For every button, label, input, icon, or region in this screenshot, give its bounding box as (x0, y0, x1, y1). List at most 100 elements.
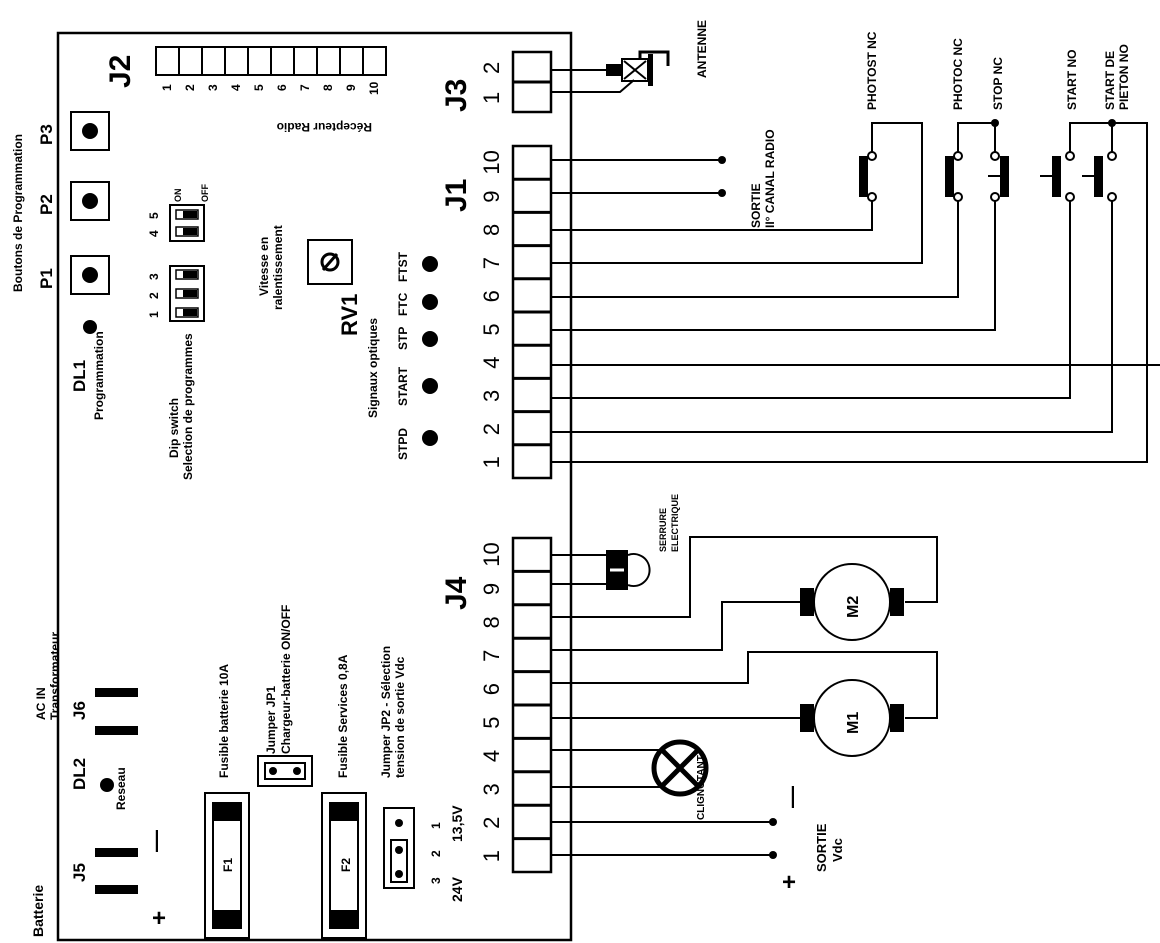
p3-label: P3 (37, 124, 56, 145)
j2-cell (224, 46, 249, 76)
j2-cell (293, 46, 318, 76)
boutons-programmation-label: Boutons de Programmation (11, 134, 25, 292)
led-label-stp: STP (396, 327, 410, 350)
canal-radio-label: II° CANAL RADIO (763, 129, 777, 228)
button-p1[interactable] (70, 255, 110, 295)
j1-pin-number: 6 (479, 290, 504, 302)
j2-cell (316, 46, 341, 76)
led-ftc (422, 294, 438, 310)
photost-label: PHOTOST NC (865, 31, 879, 110)
jp2-number-2: 2 (429, 850, 443, 857)
j2-pin-number: 3 (206, 84, 220, 91)
m2-label: M2 (845, 596, 862, 618)
fuse-f1[interactable] (204, 792, 250, 939)
dip-switch-4-5[interactable] (169, 204, 205, 242)
fusible-services-label: Fusible Services 0,8A (336, 654, 350, 778)
j4-pin-number: 4 (479, 750, 504, 762)
photost-contact (859, 151, 877, 202)
j4-pin-number: 8 (479, 616, 504, 628)
jumper-jp1-label: Jumper JP1 (264, 686, 278, 754)
ac-in-label: AC IN (34, 687, 48, 720)
j6-terminal-b (95, 726, 138, 735)
rv1-potentiometer[interactable] (307, 239, 353, 285)
jumper-jp1[interactable] (257, 755, 313, 787)
stop-label: STOP NC (991, 57, 1005, 110)
button-p2[interactable] (70, 181, 110, 221)
vdc-output (551, 818, 777, 859)
j4-pin-number: 1 (479, 850, 504, 862)
dip-switch-1-3[interactable] (169, 265, 205, 322)
j2-cell (201, 46, 226, 76)
rv1-label: RV1 (337, 294, 362, 336)
j2-pin-number: 6 (275, 84, 289, 91)
j3-connector (511, 50, 553, 114)
dip-switch-label: Dip switch (167, 398, 181, 458)
j3-pin-number: 1 (479, 92, 504, 104)
jumper-jp2-label: Jumper JP2 - Sélection (379, 646, 393, 778)
photoc-contact (945, 151, 963, 202)
serrure-label: SERRURE (658, 508, 668, 552)
dip-off-label: OFF (200, 184, 210, 202)
j4-pin-number: 6 (479, 683, 504, 695)
vdc-minus-label: — (779, 786, 804, 808)
start-de-label: START DE (1103, 51, 1117, 110)
j5-label: J5 (70, 863, 89, 882)
j2-label: J2 (104, 55, 137, 88)
led-label-ftst: FTST (396, 251, 410, 282)
j1-connector (511, 144, 553, 480)
electrique-label: ELECTRIQUE (670, 494, 680, 552)
j2-pin-number: 9 (344, 84, 358, 91)
electric-lock (551, 550, 651, 590)
dl1-label: DL1 (70, 360, 89, 392)
motor-m1 (551, 651, 938, 757)
j1-label: J1 (440, 179, 473, 212)
j2-connector (155, 46, 387, 76)
reseau-label: Reseau (114, 767, 128, 810)
j3-pin-number: 2 (479, 62, 504, 74)
j5-terminal-b (95, 885, 138, 894)
jp2-number-3: 3 (429, 877, 443, 884)
j1-pin-number: 2 (479, 423, 504, 435)
sortie-canal-label: SORTIE (749, 183, 763, 228)
p1-label: P1 (37, 268, 56, 289)
j5-minus-label: — (143, 830, 168, 852)
vdc-label: Vdc (830, 838, 845, 862)
dl2-label: DL2 (70, 758, 89, 790)
button-p3[interactable] (70, 111, 110, 151)
j1-pin-number: 4 (479, 357, 504, 369)
j1-pin-number: 9 (479, 191, 504, 203)
vitesse-label: Vitesse en (257, 237, 271, 296)
jp2-number-1: 1 (429, 822, 443, 829)
j4-connector (511, 536, 553, 874)
batterie-label: Batterie (30, 885, 46, 937)
j2-pin-number: 4 (229, 84, 243, 91)
p2-label: P2 (37, 194, 56, 215)
j2-pin-number: 7 (298, 84, 312, 91)
j2-pin-number: 10 (367, 81, 381, 95)
jumper-jp2[interactable] (383, 807, 415, 889)
dip-number-3: 3 (147, 273, 161, 280)
led-start (422, 378, 438, 394)
led-label-start: START (396, 366, 410, 406)
j1-pin-number: 1 (479, 456, 504, 468)
fuse-f2[interactable] (321, 792, 367, 939)
j2-cell (155, 46, 180, 76)
j1-pin-number: 7 (479, 257, 504, 269)
j1-pin-number: 3 (479, 390, 504, 402)
j4-pin-number: 10 (479, 542, 504, 566)
stop-contact (988, 151, 1009, 202)
clignotant-label: CLIGNOTANT (696, 755, 707, 820)
antenna-symbol (551, 50, 670, 93)
jp2-24v-label: 24V (449, 876, 465, 902)
j4-pin-number: 9 (479, 583, 504, 595)
j6-label: J6 (70, 701, 89, 720)
selection-programmes-label: Selection de programmes (181, 333, 195, 480)
start-label: START NO (1065, 50, 1079, 110)
tension-sortie-label: tension de sortie Vdc (393, 656, 407, 778)
control-board (56, 31, 573, 942)
j3-label: J3 (440, 79, 473, 112)
pieton-label: PIETON NO (1117, 44, 1131, 110)
